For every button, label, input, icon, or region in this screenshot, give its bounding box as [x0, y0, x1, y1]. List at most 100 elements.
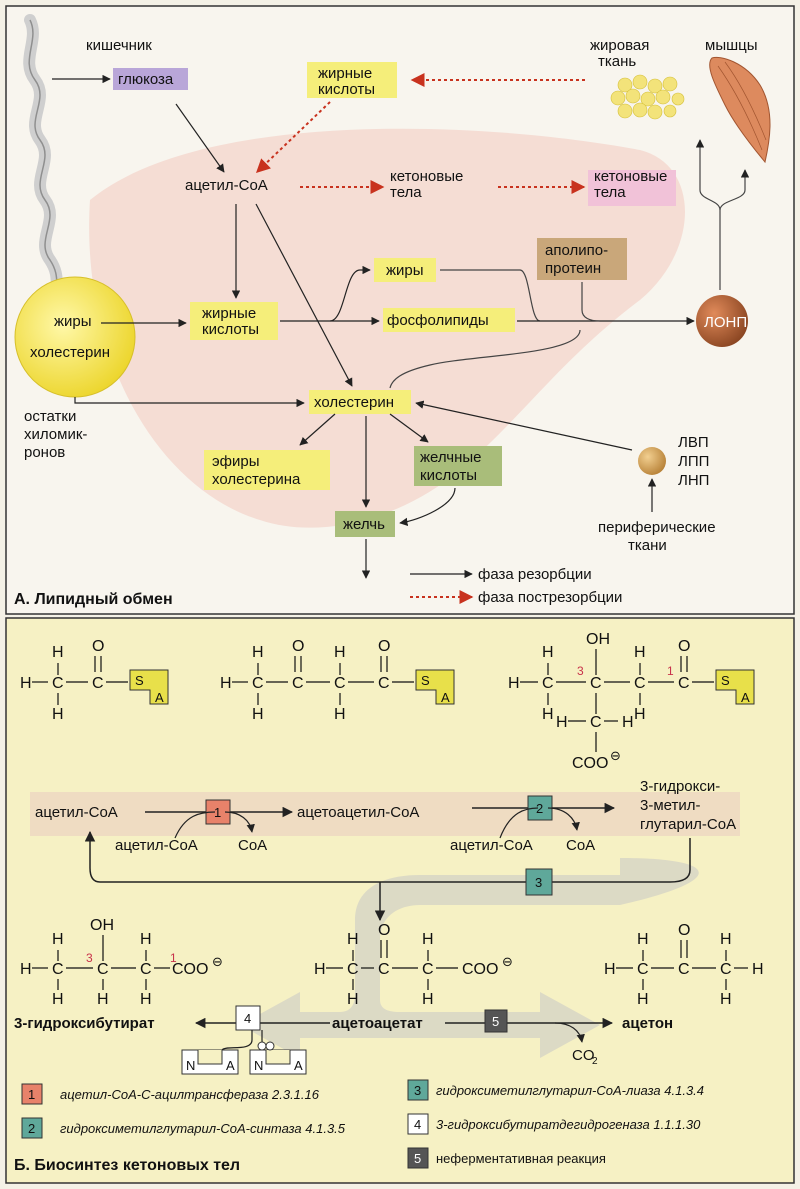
svg-text:A: A — [441, 690, 450, 705]
svg-text:H: H — [252, 706, 264, 723]
fatty-acids-mid-box — [190, 302, 278, 340]
enzyme-3-badge — [525, 868, 553, 896]
svg-text:H: H — [720, 991, 732, 1008]
acetyl-coa-a-label: ацетил-СоА — [185, 177, 268, 194]
svg-text:1: 1 — [28, 1087, 35, 1102]
svg-text:O: O — [378, 638, 390, 655]
lp-label-3: ЛНП — [678, 472, 709, 489]
svg-text:1: 1 — [170, 951, 177, 965]
svg-text:C: C — [92, 675, 104, 692]
svg-text:H: H — [720, 931, 732, 948]
lonp-label: ЛОНП — [704, 314, 747, 331]
svg-text:C: C — [378, 961, 390, 978]
svg-text:A: A — [294, 1058, 303, 1073]
intestine-label: кишечник — [86, 37, 152, 54]
lonp-circle — [696, 295, 748, 347]
svg-text:S: S — [421, 673, 430, 688]
svg-text:C: C — [637, 961, 649, 978]
muscles-label: мышцы — [705, 37, 758, 54]
legend-badge-4 — [407, 1113, 429, 1135]
structure-acetone: H H C H O C H C H H — [604, 922, 764, 1008]
svg-text:COO: COO — [172, 961, 208, 978]
co2-label: CO — [572, 1047, 595, 1064]
panel-b-title: Б. Биосинтез кетоновых тел — [14, 1157, 240, 1174]
svg-text:C: C — [542, 675, 554, 692]
svg-text:H: H — [52, 931, 64, 948]
fatty-acids-mid-label-2: кислоты — [202, 321, 259, 338]
apolipoprotein-box — [537, 238, 627, 280]
svg-text:A: A — [155, 690, 164, 705]
svg-text:A: A — [741, 690, 750, 705]
coa-out-1: СоА — [238, 837, 267, 854]
svg-text:C: C — [140, 961, 152, 978]
hmg-label-3: глутарил-СоА — [640, 816, 736, 833]
legend-badge-2 — [21, 1117, 43, 1139]
svg-text:H: H — [347, 991, 359, 1008]
acetyl-coa-in-2: ацетил-СоА — [450, 837, 533, 854]
svg-text:O: O — [378, 922, 390, 939]
ketone-1-label-b: тела — [390, 184, 422, 201]
svg-text:H: H — [97, 991, 109, 1008]
svg-text:H: H — [634, 706, 646, 723]
svg-text:H: H — [752, 961, 764, 978]
fats-top-box — [374, 258, 436, 282]
bile-label: желчь — [343, 516, 385, 533]
legend-enzyme-4: 3-гидроксибутиратдегидрогеназа 1.1.1.30 — [436, 1117, 701, 1132]
svg-text:H: H — [140, 991, 152, 1008]
cholesterol-circle-label: холестерин — [30, 344, 110, 361]
svg-text:3: 3 — [86, 951, 93, 965]
acetone-label: ацетон — [622, 1015, 673, 1032]
svg-text:C: C — [590, 675, 602, 692]
svg-text:C: C — [590, 714, 602, 731]
structure-hmg-coa: H H C H OH C 3 H C H C 1 O H C H COO ⊖ — [508, 631, 755, 772]
svg-text:H: H — [334, 706, 346, 723]
acetyl-coa-start: ацетил-СоА — [35, 804, 118, 821]
svg-text:N: N — [254, 1058, 263, 1073]
svg-text:H: H — [20, 675, 32, 692]
fatty-acids-mid-label-1: жирные — [202, 305, 256, 322]
svg-text:2: 2 — [28, 1121, 35, 1136]
svg-text:H: H — [637, 991, 649, 1008]
esters-label-2: холестерина — [212, 471, 301, 488]
glucose-box — [113, 68, 188, 90]
svg-text:⊖: ⊖ — [502, 954, 513, 969]
lp-label-2: ЛПП — [678, 453, 709, 470]
svg-text:H: H — [604, 961, 616, 978]
structure-acetoacetyl-coa: H H C H C O H C H C O S A — [220, 638, 455, 723]
fats-top-label: жиры — [386, 262, 424, 279]
co2-subscript: 2 — [592, 1056, 598, 1067]
svg-text:1: 1 — [667, 664, 674, 678]
svg-text:O: O — [678, 922, 690, 939]
svg-text:H: H — [637, 931, 649, 948]
svg-text:C: C — [347, 961, 359, 978]
svg-text:4: 4 — [414, 1117, 421, 1132]
svg-text:H: H — [422, 931, 434, 948]
svg-text:H: H — [508, 675, 520, 692]
svg-text:3: 3 — [577, 664, 584, 678]
svg-text:COO: COO — [462, 961, 498, 978]
ketone-2-label-a: кетоновые — [594, 168, 667, 185]
peripheral-label-1: периферические — [598, 519, 716, 536]
svg-text:4: 4 — [244, 1011, 251, 1026]
svg-text:C: C — [678, 961, 690, 978]
svg-text:C: C — [252, 675, 264, 692]
panel-b: H H C H C O S A H H C H C O H C — [5, 617, 795, 1184]
svg-text:H: H — [52, 706, 64, 723]
svg-text:⊖: ⊖ — [610, 748, 621, 763]
svg-text:H: H — [52, 644, 64, 661]
fatty-acids-top-label-2: кислоты — [318, 81, 375, 98]
bile-box — [335, 511, 395, 537]
svg-text:C: C — [634, 675, 646, 692]
svg-text:C: C — [97, 961, 109, 978]
svg-text:OH: OH — [90, 917, 114, 934]
structure-acetyl-coa: H H C H C O S A — [20, 638, 169, 723]
bile-acids-label-1: желчные — [420, 449, 482, 466]
svg-text:H: H — [542, 644, 554, 661]
fatty-acids-top-label-1: жирные — [318, 65, 372, 82]
svg-text:N: N — [186, 1058, 195, 1073]
svg-text:H: H — [634, 644, 646, 661]
svg-text:H: H — [140, 931, 152, 948]
bile-acids-label-2: кислоты — [420, 467, 477, 484]
svg-text:H: H — [542, 706, 554, 723]
enzyme-5-badge — [484, 1009, 508, 1033]
